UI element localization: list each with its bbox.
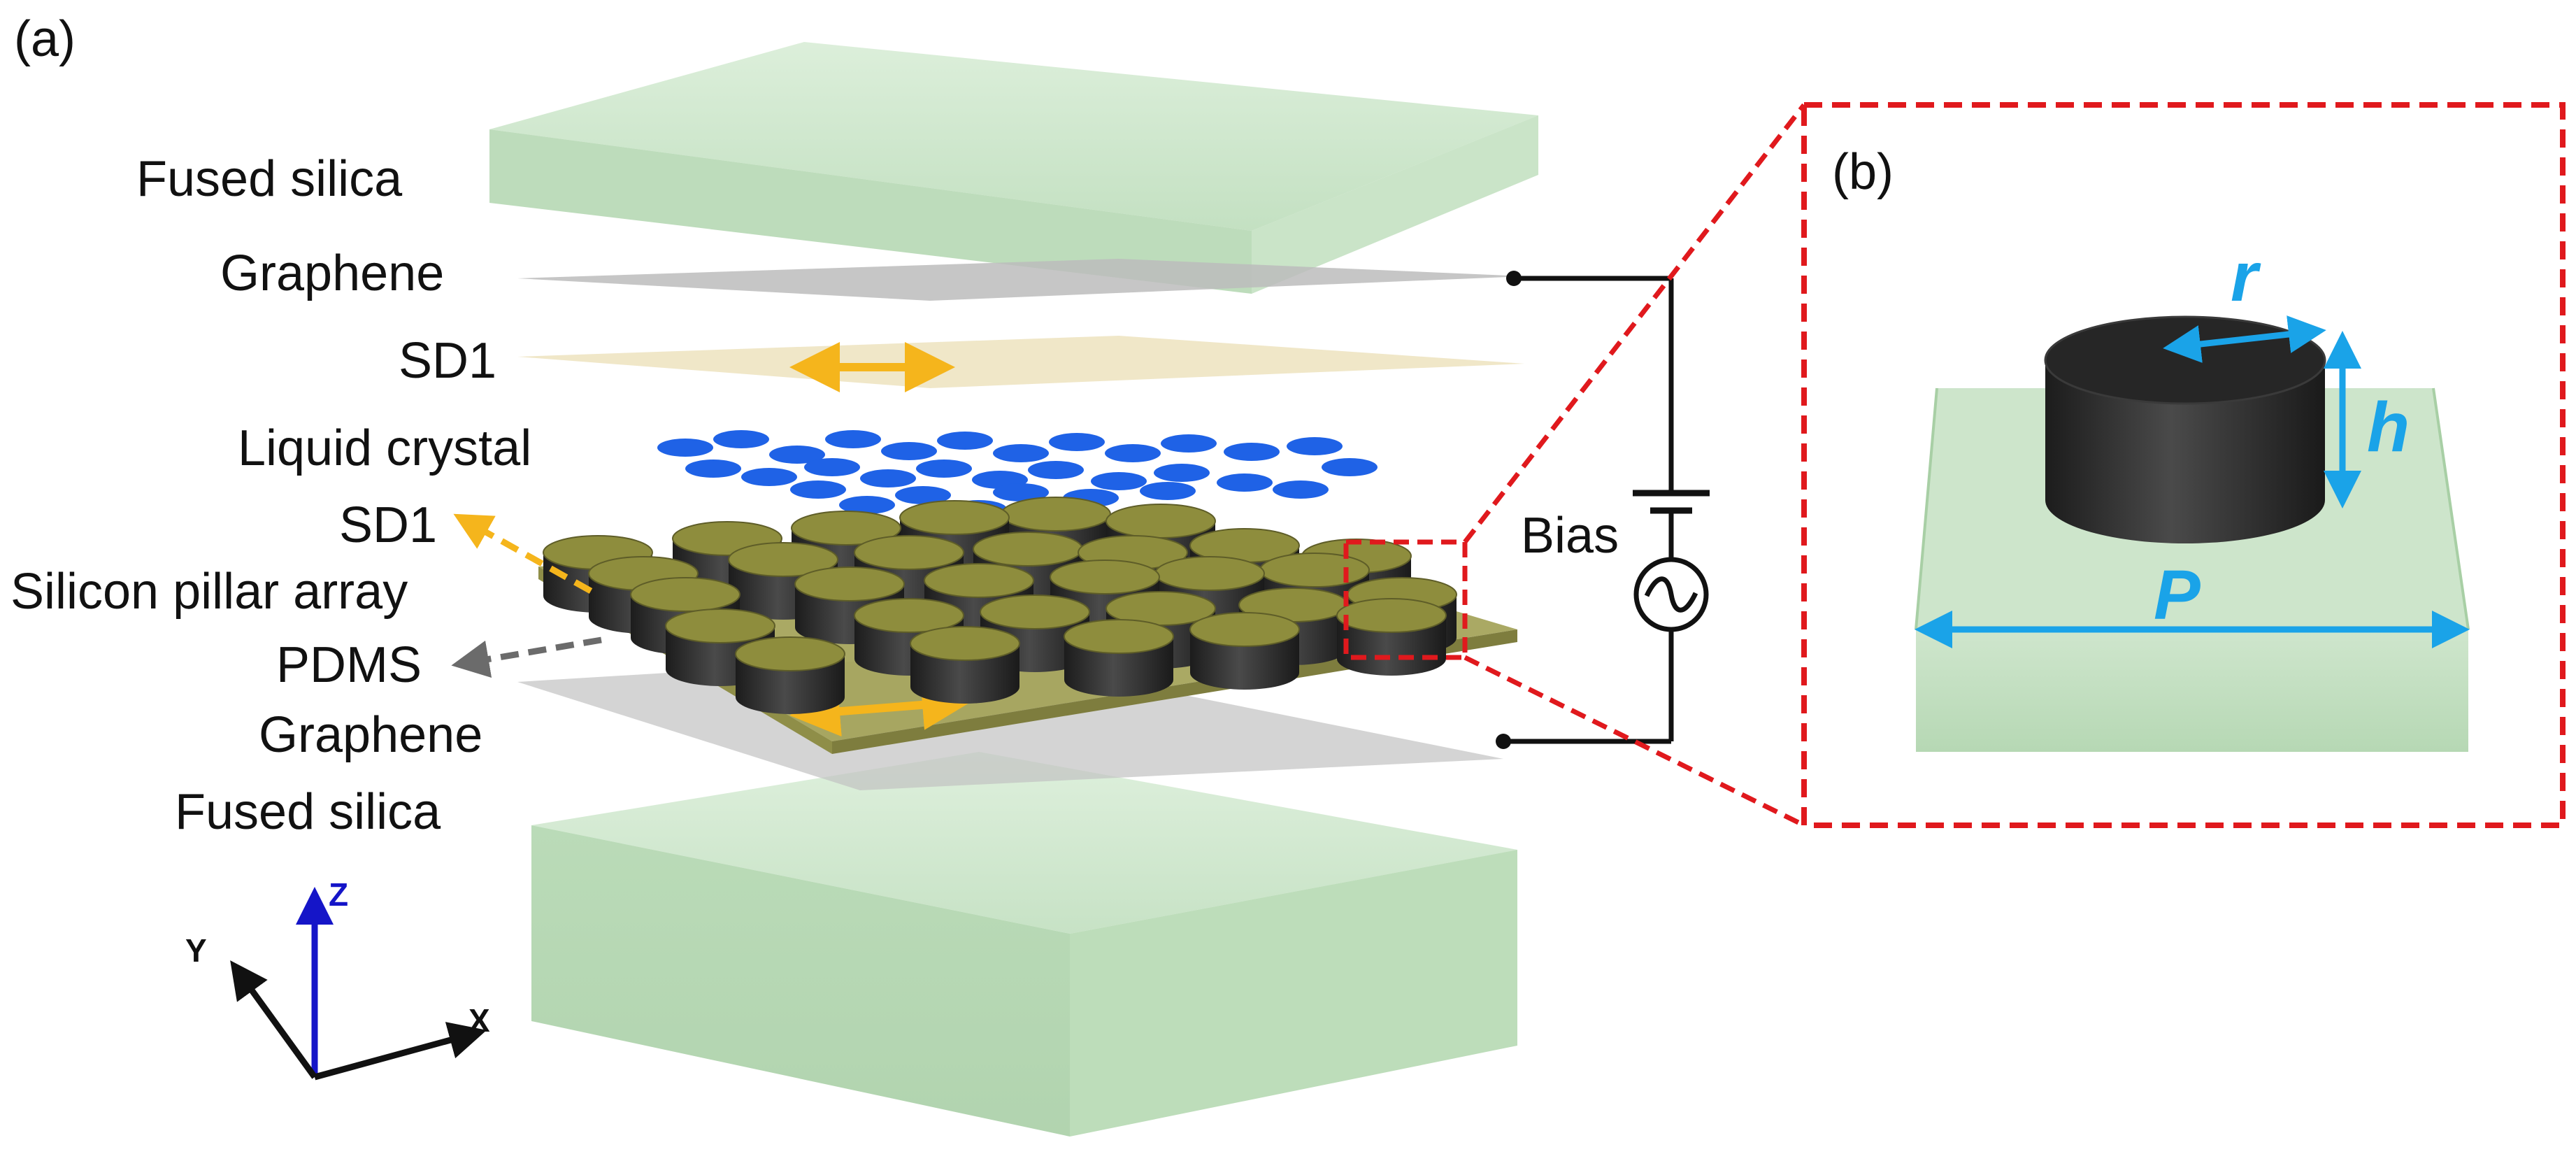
unit-cell-pillar <box>2044 315 2326 543</box>
inset-panel-b: (b) r h P <box>1801 102 2566 828</box>
top-fused-silica-slab <box>489 42 1538 294</box>
silicon-pillar <box>910 626 1020 704</box>
label-silicon-pillar-array: Silicon pillar array <box>10 564 408 620</box>
silicon-pillar <box>665 608 775 686</box>
silicon-pillar <box>1189 612 1300 690</box>
pdms-pointer-arrow <box>451 636 602 678</box>
x-axis <box>313 1022 487 1081</box>
silicon-pillar <box>1064 619 1174 697</box>
radius-arrow <box>2163 315 2326 363</box>
top-graphene-sheet <box>517 259 1524 301</box>
label-top-graphene: Graphene <box>220 245 444 301</box>
zoom-line-top <box>1463 103 1806 544</box>
silicon-pillar <box>735 636 845 714</box>
label-liquid-crystal: Liquid crystal <box>238 420 531 476</box>
radius-label: r <box>2231 238 2261 316</box>
label-bottom-graphene: Graphene <box>259 707 482 763</box>
label-bottom-fused-silica: Fused silica <box>175 784 441 840</box>
liquid-crystal-molecules <box>657 430 1378 523</box>
zoom-line-bottom <box>1464 655 1805 828</box>
period-label: P <box>2154 556 2201 634</box>
bottom-fused-silica-slab <box>531 752 1517 1137</box>
bias-circuit <box>1503 276 1710 744</box>
x-axis-label: X <box>468 1002 490 1039</box>
unit-cell-selection-box <box>1343 539 1468 660</box>
label-bottom-sd1: SD1 <box>339 497 437 553</box>
top-graphene-contact <box>1506 271 1522 286</box>
silicon-pillar <box>1336 598 1447 676</box>
bottom-graphene-contact <box>1496 734 1511 749</box>
y-axis <box>230 960 317 1079</box>
label-top-fused-silica: Fused silica <box>136 151 403 207</box>
label-pdms: PDMS <box>276 637 422 693</box>
y-axis-label: Y <box>185 932 207 969</box>
panel-a-label: (a) <box>14 11 76 67</box>
z-axis-label: Z <box>329 876 348 913</box>
top-sd1-layer <box>517 336 1524 388</box>
silicon-pillar-array <box>543 497 1457 714</box>
bias-label: Bias <box>1521 508 1619 564</box>
unit-cell-substrate-front <box>1916 629 2468 752</box>
bottom-sd1-orientation-arrow <box>789 679 973 737</box>
label-top-sd1: SD1 <box>399 333 496 389</box>
coordinate-axes: Z X Y <box>185 876 490 1081</box>
height-label: h <box>2367 388 2410 467</box>
sd1-pointer-arrow <box>453 513 593 594</box>
panel-b-label: (b) <box>1832 144 1894 200</box>
